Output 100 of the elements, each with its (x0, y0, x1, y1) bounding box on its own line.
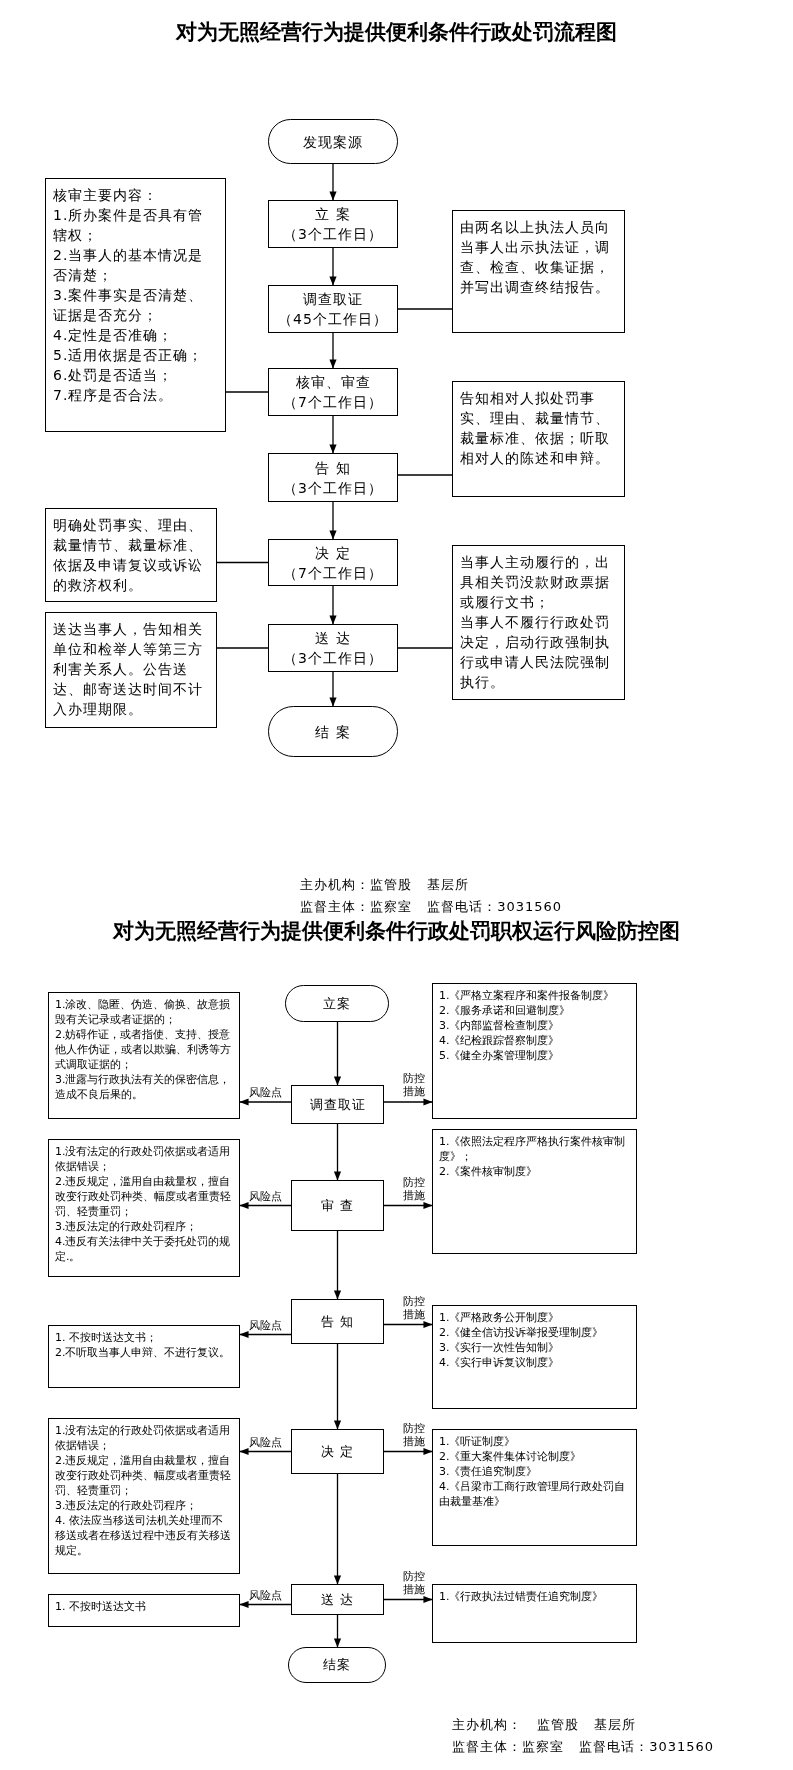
note-box (45, 178, 226, 432)
list-box (432, 1305, 637, 1409)
leader-line (397, 474, 453, 476)
list-item: 3.违反法定的行政处罚程序； (55, 1219, 199, 1234)
arrow (383, 1595, 433, 1604)
list-box (48, 1418, 240, 1574)
note-text: 当事人不履行行政处罚决定，启动行政强制执行或申请人民法院强制执行。 (460, 613, 611, 692)
edge-label: 风险点 (248, 1086, 282, 1099)
list-box (48, 1594, 240, 1627)
step-name: 结案 (323, 1656, 351, 1674)
edge-label: 防控措施 (402, 1569, 426, 1596)
list-item: 4. 依法应当移送司法机关处理而不移送或者在移送过程中违反有关移送规定。 (55, 1513, 232, 1558)
note-text: 5.适用依据是否正确； (53, 346, 205, 365)
edge-label: 风险点 (248, 1189, 282, 1203)
list-box (432, 983, 637, 1119)
arrow (333, 1230, 342, 1300)
arrow (383, 1447, 433, 1456)
process-box (291, 1429, 384, 1474)
arrow (239, 1330, 292, 1339)
list-item: 4.《实行申诉复议制度》 (439, 1355, 561, 1370)
step-name: 审 查 (320, 1196, 355, 1215)
arrow (383, 1098, 433, 1106)
list-item: 3.《内部监督检查制度》 (439, 1018, 561, 1033)
note-text: 1.所办案件是否具有管辖权； (53, 206, 205, 245)
step-name: 决 定 (315, 543, 351, 563)
arrow (329, 332, 337, 369)
footer-text: 主办机构：监管股 基层所 (300, 876, 470, 894)
list-item: 2.违反规定，滥用自由裁量权，擅自改变行政处罚种类、幅度或者重责轻罚、轻责重罚； (55, 1174, 232, 1219)
process-box (268, 453, 398, 502)
arrow (329, 163, 337, 201)
note-text: 明确处罚事实、理由、裁量情节、裁量标准、依据及申请复议或诉讼的救济权利。 (53, 516, 204, 595)
list-item: 1.涂改、隐匿、伪造、偷换、故意损毁有关记录或者证据的； (55, 997, 232, 1027)
duration-text: （3个工作日） (283, 478, 383, 498)
arrow (333, 1473, 342, 1585)
title: 对为无照经营行为提供便利条件行政处罚流程图 (174, 19, 618, 46)
process-box (268, 539, 398, 586)
duration-text: （3个工作日） (283, 649, 383, 668)
list-item: 5.《健全办案管理制度》 (439, 1048, 561, 1063)
edge-label: 防控措施 (402, 1072, 426, 1098)
step-name: 告 知 (315, 458, 351, 478)
note-box (45, 612, 217, 728)
duration-text: （3个工作日） (283, 225, 383, 244)
list-item: 2.《健全信访投诉举报受理制度》 (439, 1325, 605, 1340)
note-text: 2.当事人的基本情况是否清楚； (53, 246, 205, 285)
step-name: 告 知 (320, 1312, 355, 1331)
note-box (45, 508, 217, 602)
note-text: 告知相对人拟处罚事实、理由、裁量情节、裁量标准、依据；听取相对人的陈述和申辩。 (460, 389, 611, 468)
arrow (239, 1600, 292, 1609)
list-item: 2.妨碍作证，或者指使、支持、授意他人作伪证，或者以欺骗、利诱等方式调取证据的； (55, 1027, 232, 1072)
edge-label: 防控措施 (402, 1421, 426, 1448)
edge-label: 防控措施 (402, 1294, 426, 1321)
step-name: 发现案源 (303, 132, 363, 152)
process-box (291, 1085, 384, 1124)
arrow (329, 585, 337, 625)
process-box (268, 368, 398, 416)
step-name: 立案 (323, 994, 351, 1013)
footer-text: 监督主体：监察室 监督电话：3031560 (300, 898, 563, 916)
step-name: 决 定 (320, 1442, 355, 1461)
list-item: 3.《责任追究制度》 (439, 1464, 539, 1479)
list-item: 1.《行政执法过错责任追究制度》 (439, 1589, 605, 1604)
list-item: 1.《严格政务公开制度》 (439, 1310, 561, 1325)
leader-line (397, 308, 453, 310)
note-text: 由两名以上执法人员向当事人出示执法证，调查、检查、收集证据，并写出调查终结报告。 (460, 218, 611, 297)
leader-line (225, 391, 269, 393)
list-item: 1. 不按时送达文书 (55, 1599, 147, 1614)
step-name: 调查取证 (309, 1095, 366, 1114)
leader-line (216, 561, 269, 564)
list-item: 4.《纪检跟踪督察制度》 (439, 1033, 561, 1048)
duration-text: （7个工作日） (283, 393, 383, 412)
arrow (329, 501, 337, 540)
list-item: 2.《重大案件集体讨论制度》 (439, 1449, 583, 1464)
list-item: 2.《案件核审制度》 (439, 1164, 539, 1179)
arrow (333, 1123, 342, 1181)
edge-label: 风险点 (248, 1318, 282, 1332)
list-box (48, 992, 240, 1119)
edge-label: 防控措施 (402, 1175, 426, 1202)
list-item: 4.违反有关法律中关于委托处罚的规定.。 (55, 1234, 232, 1264)
note-box (452, 381, 625, 497)
note-text: 3.案件事实是否清楚、证据是否充分； (53, 286, 205, 325)
list-item: 1. 不按时送达文书； (55, 1330, 158, 1345)
arrow (239, 1098, 292, 1106)
list-item: 2.《服务承诺和回避制度》 (439, 1003, 572, 1018)
terminal-box (285, 985, 389, 1022)
step-name: 结 案 (315, 722, 351, 742)
note-box (452, 545, 625, 700)
list-item: 1.《依照法定程序严格执行案件核审制度》； (439, 1134, 627, 1164)
list-box (432, 1129, 637, 1254)
list-item: 3.违反法定的行政处罚程序； (55, 1498, 199, 1513)
arrow (383, 1320, 433, 1329)
step-name: 立 案 (315, 205, 351, 224)
leader-line (216, 647, 269, 649)
note-text: 7.程序是否合法。 (53, 386, 175, 405)
arrow (329, 247, 337, 286)
list-item: 2.不听取当事人申辩、不进行复议。 (55, 1345, 232, 1360)
list-box (432, 1584, 637, 1643)
terminal-box (288, 1647, 386, 1683)
list-item: 1.《严格立案程序和案件报备制度》 (439, 988, 616, 1003)
arrow (333, 1021, 342, 1086)
title: 对为无照经营行为提供便利条件行政处罚职权运行风险防控图 (111, 918, 681, 945)
edge-label: 风险点 (248, 1588, 282, 1602)
